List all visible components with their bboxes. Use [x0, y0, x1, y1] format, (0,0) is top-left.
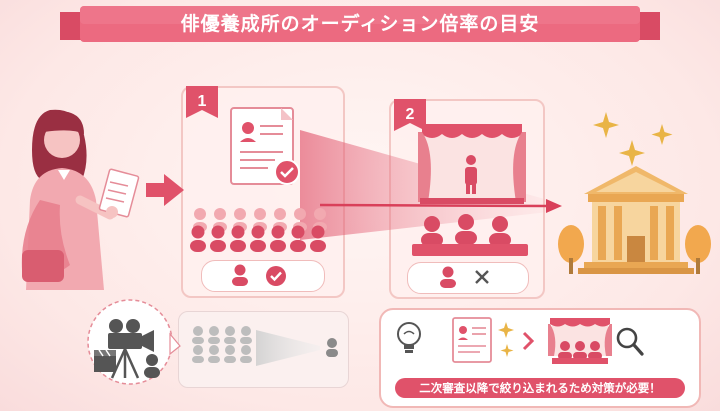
- magnifier-icon: [616, 327, 644, 356]
- sparkle-icon: [593, 112, 673, 166]
- person-icon: [144, 354, 160, 378]
- judges-panel: [412, 214, 528, 256]
- arrow-head: [546, 199, 562, 213]
- person-icon: [326, 338, 338, 357]
- paper-icon: [98, 168, 140, 218]
- chevron-right-icon: [522, 331, 535, 351]
- bulb-icon: [397, 322, 421, 353]
- document-icon: [452, 317, 492, 363]
- step-1-badge: 1: [186, 86, 218, 118]
- applicant-woman: [21, 109, 140, 290]
- step-2-badge: 2: [394, 99, 426, 131]
- check-icon: [266, 266, 286, 286]
- person-icon: [232, 264, 248, 286]
- page-title: 俳優養成所のオーディション倍率の目安: [180, 13, 540, 35]
- sparkle-icon: [498, 322, 514, 357]
- stage-curtains: [418, 124, 526, 204]
- person-icon: [440, 266, 456, 288]
- check-icon: [274, 159, 300, 185]
- audience-crowd: [190, 208, 327, 252]
- step-2-result-pill: [407, 262, 529, 294]
- step-1-number: 1: [198, 93, 207, 110]
- camera-icon: [108, 319, 154, 379]
- building-icon: [578, 166, 694, 274]
- tip-message: 二次審査以降で絞り込まれるため対策が必要！: [395, 378, 685, 398]
- tree-icon: [558, 225, 711, 274]
- grey-funnel: [256, 330, 320, 366]
- step-2-number: 2: [406, 106, 415, 123]
- grey-crowd: [192, 326, 252, 363]
- tip-box: 二次審査以降で絞り込まれるため対策が必要！: [379, 308, 701, 408]
- mini-stage: [548, 318, 612, 364]
- clapperboard-icon: [94, 349, 116, 372]
- bag: [22, 250, 64, 282]
- step-1-result-pill: [201, 260, 325, 292]
- title-banner: 俳優養成所のオーディション倍率の目安: [60, 6, 660, 50]
- banner-ribbon: [60, 6, 660, 42]
- cross-icon: [475, 270, 489, 284]
- actor-figure: [465, 155, 477, 194]
- arrow-right-icon: [146, 174, 184, 206]
